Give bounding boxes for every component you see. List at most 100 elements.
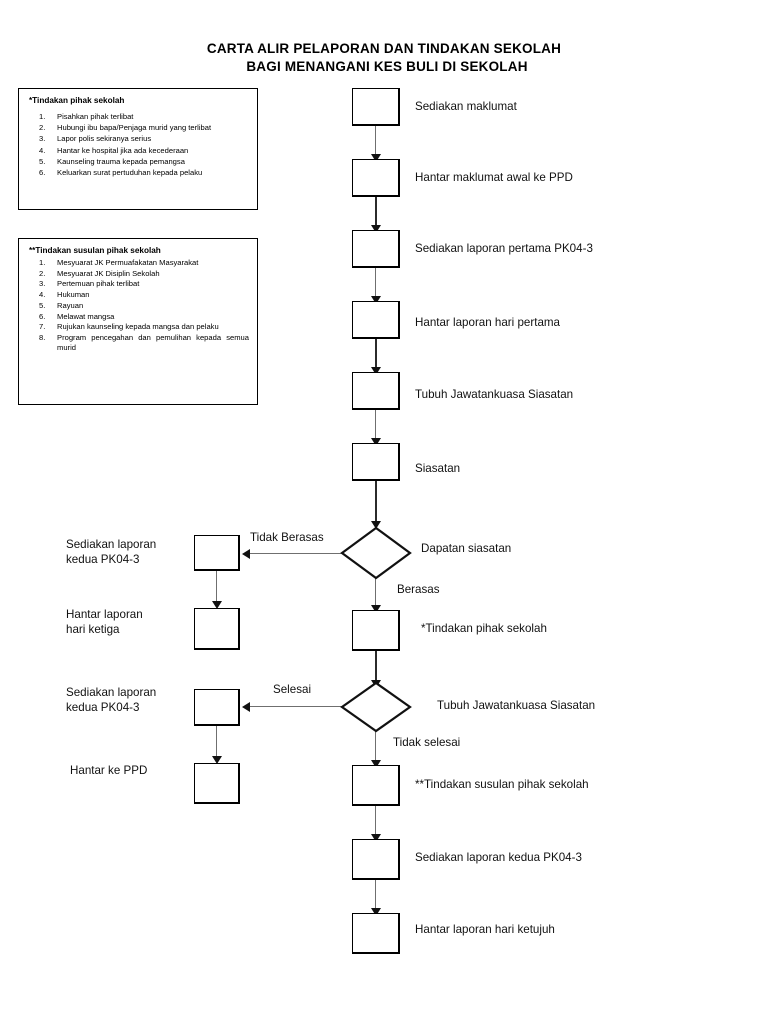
arrow-icon [371,367,381,375]
list-item: 8. Program pencegahan dan pemulihan kepa… [27,333,249,353]
list-item: 6. Keluarkan surat pertuduhan kepada pel… [27,168,249,178]
label-hantar-laporan-hari-ketiga: Hantar laporan hari ketiga [66,608,143,636]
list-item-number: 6. [39,311,46,321]
note-list: 1. Mesyuarat JK Permuafakatan Masyarakat… [27,258,249,353]
list-item-text: Program pencegahan dan pemulihan kepada … [57,332,249,353]
list-item-number: 5. [39,300,46,310]
label-sediakan-laporan-pertama-pk04-3: Sediakan laporan pertama PK04-3 [415,242,593,255]
list-item: 7. Rujukan kaunseling kepada mangsa dan … [27,322,249,332]
process-box-sediakan-laporan-kedua-pk04-3[interactable] [352,839,400,880]
label-sediakan-laporan-kedua-pk04-3-branch-2: Sediakan laporan kedua PK04-3 [66,686,157,714]
decision-diamond-tubuh-jawatankuasa-siasatan[interactable] [340,681,412,733]
list-item: 5. Kaunseling trauma kepada pemangsa [27,157,249,167]
label-dapatan-siasatan: Dapatan siasatan [421,542,512,555]
edge-label-selesai: Selesai [273,683,312,696]
connector-berasas [375,576,377,607]
list-item-number: 7. [39,322,46,332]
connector-1 [375,126,377,156]
list-item-number: 2. [39,123,46,133]
edge-label-tidak-selesai: Tidak selesai [393,736,461,749]
list-item: 3. Lapor polis sekiranya serius [27,134,249,144]
list-item-text: Mesyuarat JK Disiplin Sekolah [57,268,160,278]
edge-label-tidak-berasas: Tidak Berasas [250,531,324,544]
process-box-hantar-maklumat-awal-ke-ppd[interactable] [352,159,400,197]
list-item: 1. Pisahkan pihak terlibat [27,112,249,122]
list-item-text: Hantar ke hospital jika ada kecederaan [57,145,189,155]
connector-9 [375,880,377,910]
list-item: 4. Hantar ke hospital jika ada kecederaa… [27,146,249,156]
arrow-icon [371,908,381,916]
list-item-text: Pertemuan pihak terlibat [57,279,140,289]
arrow-icon [371,154,381,162]
list-item: 3. Pertemuan pihak terlibat [27,279,249,289]
label-sediakan-laporan-kedua-pk04-3: Sediakan laporan kedua PK04-3 [415,851,582,864]
page-title-line-1: CARTA ALIR PELAPORAN DAN TINDAKAN SEKOLA… [206,41,562,56]
process-box-hantar-laporan-hari-ketiga[interactable] [194,608,240,650]
process-box-hantar-laporan-hari-pertama[interactable] [352,301,400,339]
arrow-icon [371,521,381,529]
label-siasatan: Siasatan [415,462,461,475]
list-item-text: Mesyuarat JK Permuafakatan Masyarakat [57,258,199,267]
note-list: 1. Pisahkan pihak terlibat 2. Hubungi ib… [27,112,249,178]
process-box-sediakan-laporan-kedua-pk04-3-branch-1[interactable] [194,535,240,571]
process-box-hantar-laporan-hari-ketujuh[interactable] [352,913,400,954]
connector-branch-2 [250,706,342,708]
label-hantar-laporan-hari-pertama: Hantar laporan hari pertama [415,316,561,329]
list-item-text: Lapor polis sekiranya serius [57,134,152,144]
label-hantar-ke-ppd: Hantar ke PPD [70,764,148,777]
list-item-number: 6. [39,168,46,178]
list-item-text: Pisahkan pihak terlibat [57,112,134,121]
list-item-number: 4. [39,290,46,300]
label-tindakan-pihak-sekolah: *Tindakan pihak sekolah [421,622,547,635]
process-box-sediakan-laporan-kedua-pk04-3-branch-2[interactable] [194,689,240,726]
process-box-tindakan-susulan-pihak-sekolah[interactable] [352,765,400,806]
arrow-icon [371,438,381,446]
list-item: 2. Hubungi ibu bapa/Penjaga murid yang t… [27,123,249,133]
connector-branch-1 [250,553,342,555]
process-box-hantar-ke-ppd[interactable] [194,763,240,804]
list-item: 2. Mesyuarat JK Disiplin Sekolah [27,269,249,279]
process-box-sediakan-laporan-pertama-pk04-3[interactable] [352,230,400,268]
process-box-siasatan[interactable] [352,443,400,481]
arrow-icon [242,702,250,712]
connector-branch-2-down [216,726,218,758]
list-item-number: 1. [39,258,46,267]
decision-diamond-dapatan-siasatan[interactable] [340,526,412,580]
list-item-number: 4. [39,145,46,155]
list-item: 4. Hukuman [27,290,249,300]
list-item-number: 3. [39,279,46,289]
connector-branch-1-down [216,571,218,603]
page-title: CARTA ALIR PELAPORAN DAN TINDAKAN SEKOLA… [0,40,768,76]
note-box-heading: *Tindakan pihak sekolah [29,96,125,105]
arrow-icon [212,601,222,609]
list-item-text: Keluarkan surat pertuduhan kepada pelaku [57,168,203,178]
connector-2 [375,197,377,227]
list-item-text: Kaunseling trauma kepada pemangsa [57,156,185,166]
connector-4 [375,339,377,369]
list-item-text: Rujukan kaunseling kepada mangsa dan pel… [57,322,219,332]
process-box-tubuh-jawatankuasa-siasatan[interactable] [352,372,400,410]
list-item: 1. Mesyuarat JK Permuafakatan Masyarakat [27,258,249,268]
list-item: 6. Melawat mangsa [27,312,249,322]
label-hantar-maklumat-awal-ke-ppd: Hantar maklumat awal ke PPD [415,171,573,184]
list-item-text: Rayuan [57,300,84,310]
list-item-text: Melawat mangsa [57,311,115,321]
label-tindakan-susulan-pihak-sekolah: **Tindakan susulan pihak sekolah [415,778,589,791]
list-item: 5. Rayuan [27,301,249,311]
list-item-number: 8. [39,332,46,342]
connector-3 [375,268,377,298]
connector-tidak-selesai [375,731,377,762]
list-item-number: 1. [39,112,46,121]
page-title-line-2: BAGI MENANGANI KES BULI DI SEKOLAH [246,59,528,74]
note-box-tindakan-pihak-sekolah: *Tindakan pihak sekolah 1. Pisahkan piha… [18,88,258,210]
process-box-sediakan-maklumat[interactable] [352,88,400,126]
connector-7 [375,651,377,683]
list-item-number: 5. [39,156,46,166]
edge-label-berasas: Berasas [397,583,440,596]
arrow-icon [371,605,381,613]
label-tubuh-jawatankuasa-siasatan: Tubuh Jawatankuasa Siasatan [415,388,574,401]
list-item-number: 2. [39,268,46,278]
connector-5 [375,410,377,440]
process-box-tindakan-pihak-sekolah[interactable] [352,610,400,651]
connector-6 [375,481,377,525]
